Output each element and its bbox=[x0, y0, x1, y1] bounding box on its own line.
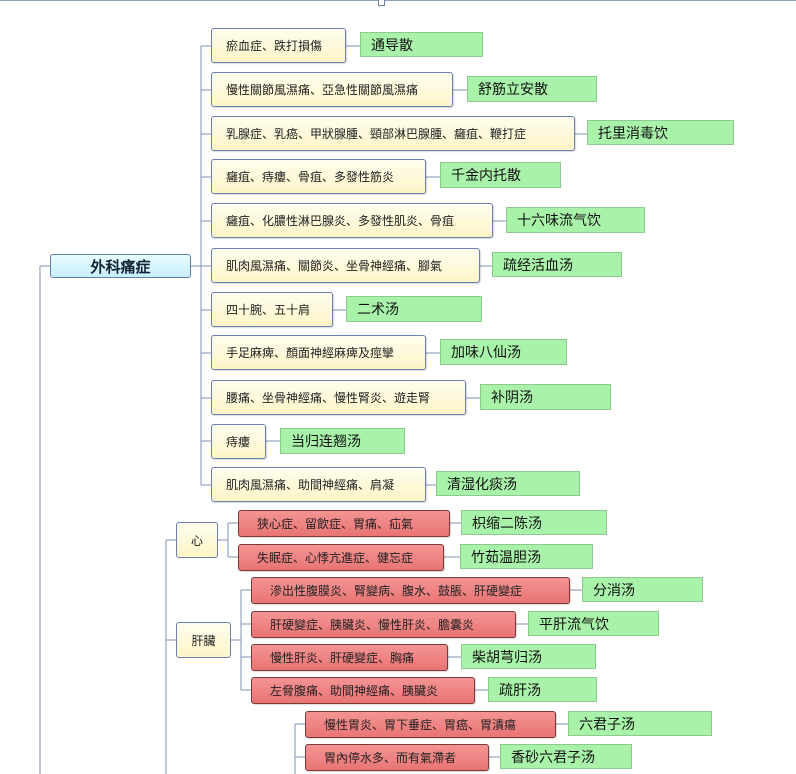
root-node[interactable]: 外科痛症 bbox=[50, 254, 191, 278]
connector bbox=[448, 589, 582, 691]
remedy-label: 清湿化痰汤 bbox=[447, 476, 517, 493]
remedy-label: 疏肝汤 bbox=[499, 682, 541, 699]
remedy-label: 十六味流气饮 bbox=[517, 213, 601, 229]
ruler-bar bbox=[0, 0, 796, 6]
condition-label: 肝硬變症、胰臟炎、慢性肝炎、膽囊炎 bbox=[270, 618, 475, 632]
condition-node[interactable]: 癰疽、化膿性淋巴腺炎、多發性肌炎、骨疽 bbox=[211, 203, 493, 238]
remedy-label: 疏经活血汤 bbox=[503, 257, 573, 274]
remedy-node[interactable]: 十六味流气饮 bbox=[506, 207, 645, 233]
remedy-label: 二术汤 bbox=[357, 302, 399, 318]
remedy-node[interactable]: 疏经活血汤 bbox=[492, 252, 622, 277]
remedy-label: 香砂六君子汤 bbox=[511, 749, 595, 766]
root-label: 外科痛症 bbox=[90, 257, 151, 276]
condition-node[interactable]: 乳腺症、乳癌、甲狀腺腫、頸部淋巴腺腫、癰疽、鞭打症 bbox=[211, 116, 575, 151]
condition-label: 癰疽、痔瘻、骨疽、多發性筋炎 bbox=[226, 170, 395, 184]
remedy-node[interactable]: 枳缩二陈汤 bbox=[461, 510, 607, 535]
remedy-node[interactable]: 舒筋立安散 bbox=[467, 76, 597, 102]
heart-condition-node[interactable]: 狭心症、留飲症、胃痛、疝氣 bbox=[238, 510, 450, 537]
remedy-node[interactable]: 平肝流气饮 bbox=[528, 611, 659, 636]
remedy-node[interactable]: 香砂六君子汤 bbox=[500, 744, 632, 769]
remedy-node[interactable]: 千金内托散 bbox=[440, 162, 561, 188]
remedy-label: 枳缩二陈汤 bbox=[472, 515, 542, 532]
liver-condition-node[interactable]: 慢性肝炎、肝硬變症、胸痛 bbox=[251, 644, 448, 671]
stomach-condition-node[interactable]: 慢性胃炎、胃下垂症、胃癌、胃潰瘍 bbox=[305, 711, 556, 738]
remedy-node[interactable]: 通导散 bbox=[360, 32, 483, 57]
condition-node[interactable]: 腰痛、坐骨神經痛、慢性腎炎、遊走腎 bbox=[211, 380, 466, 415]
remedy-label: 通导散 bbox=[371, 37, 413, 54]
condition-label: 慢性關節風濕痛、亞急性關節風濕痛 bbox=[226, 83, 419, 97]
remedy-label: 分消汤 bbox=[593, 582, 635, 599]
connector bbox=[266, 45, 587, 486]
remedy-node[interactable]: 加味八仙汤 bbox=[440, 339, 567, 365]
condition-node[interactable]: 瘀血症、跌打損傷 bbox=[211, 28, 346, 63]
remedy-label: 竹茹温胆汤 bbox=[471, 549, 541, 566]
condition-label: 肌肉風濕痛、關節炎、坐骨神經痛、腳氣 bbox=[226, 259, 443, 273]
drag-handle[interactable] bbox=[378, 0, 385, 6]
condition-label: 乳腺症、乳癌、甲狀腺腫、頸部淋巴腺腫、癰疽、鞭打症 bbox=[226, 127, 527, 141]
remedy-node[interactable]: 补阴汤 bbox=[480, 384, 611, 410]
remedy-node[interactable]: 六君子汤 bbox=[568, 711, 712, 736]
condition-label: 慢性胃炎、胃下垂症、胃癌、胃潰瘍 bbox=[324, 718, 517, 732]
remedy-node[interactable]: 清湿化痰汤 bbox=[436, 471, 580, 496]
condition-label: 肌肉風濕痛、助間神經痛、肩凝 bbox=[226, 478, 395, 492]
condition-label: 腰痛、坐骨神經痛、慢性腎炎、遊走腎 bbox=[226, 391, 431, 405]
remedy-node[interactable]: 当归连翘汤 bbox=[280, 428, 405, 454]
condition-node[interactable]: 四十腕、五十肩 bbox=[211, 292, 333, 327]
remedy-label: 补阴汤 bbox=[491, 390, 533, 406]
heart-node[interactable]: 心 bbox=[176, 522, 218, 558]
condition-node[interactable]: 手足麻痺、顏面神經麻痺及痙攣 bbox=[211, 335, 426, 370]
remedy-label: 千金内托散 bbox=[451, 168, 521, 184]
connector bbox=[218, 522, 238, 558]
connector bbox=[39, 265, 50, 774]
condition-label: 狭心症、留飲症、胃痛、疝氣 bbox=[257, 517, 414, 531]
condition-label: 慢性肝炎、肝硬變症、胸痛 bbox=[270, 651, 415, 665]
remedy-label: 平肝流气饮 bbox=[539, 616, 609, 633]
condition-label: 胃內停水多、而有氣滯者 bbox=[324, 751, 457, 765]
remedy-label: 六君子汤 bbox=[579, 716, 635, 733]
connector bbox=[231, 589, 251, 691]
liver-label: 肝臟 bbox=[191, 633, 216, 648]
connector bbox=[489, 723, 568, 758]
liver-condition-node[interactable]: 左脅腹痛、助間神經痛、胰臟炎 bbox=[251, 677, 475, 704]
condition-label: 瘀血症、跌打損傷 bbox=[226, 39, 323, 53]
remedy-node[interactable]: 疏肝汤 bbox=[488, 677, 597, 702]
condition-node[interactable]: 肌肉風濕痛、助間神經痛、肩凝 bbox=[211, 467, 426, 502]
condition-node[interactable]: 肌肉風濕痛、關節炎、坐骨神經痛、腳氣 bbox=[211, 248, 480, 283]
remedy-node[interactable]: 分消汤 bbox=[582, 577, 703, 602]
remedy-node[interactable]: 柴胡芎归汤 bbox=[461, 644, 596, 669]
connector bbox=[165, 539, 176, 774]
remedy-node[interactable]: 二术汤 bbox=[346, 296, 482, 322]
condition-node[interactable]: 痔瘻 bbox=[211, 424, 266, 459]
connector bbox=[201, 45, 211, 486]
connector bbox=[444, 522, 461, 558]
condition-label: 四十腕、五十肩 bbox=[226, 303, 311, 317]
remedy-label: 舒筋立安散 bbox=[478, 82, 548, 98]
condition-label: 痔瘻 bbox=[226, 435, 251, 449]
condition-label: 失眠症、心悸亢進症、健忘症 bbox=[257, 551, 414, 565]
condition-node[interactable]: 慢性關節風濕痛、亞急性關節風濕痛 bbox=[211, 72, 453, 107]
remedy-label: 柴胡芎归汤 bbox=[472, 649, 542, 666]
liver-node[interactable]: 肝臟 bbox=[176, 622, 231, 658]
connector bbox=[294, 723, 305, 774]
condition-label: 手足麻痺、顏面神經麻痺及痙攣 bbox=[226, 346, 395, 360]
remedy-node[interactable]: 托里消毒饮 bbox=[587, 120, 734, 145]
remedy-node[interactable]: 竹茹温胆汤 bbox=[460, 544, 593, 569]
heart-label: 心 bbox=[190, 533, 203, 548]
condition-label: 左脅腹痛、助間神經痛、胰臟炎 bbox=[270, 684, 439, 698]
liver-condition-node[interactable]: 滲出性腹膜炎、腎變病、腹水、鼓脹、肝硬變症 bbox=[251, 577, 570, 604]
liver-condition-node[interactable]: 肝硬變症、胰臟炎、慢性肝炎、膽囊炎 bbox=[251, 611, 516, 638]
condition-node[interactable]: 癰疽、痔瘻、骨疽、多發性筋炎 bbox=[211, 159, 426, 194]
remedy-label: 当归连翘汤 bbox=[291, 434, 361, 450]
condition-label: 滲出性腹膜炎、腎變病、腹水、鼓脹、肝硬變症 bbox=[270, 584, 523, 598]
remedy-label: 加味八仙汤 bbox=[451, 345, 521, 361]
remedy-label: 托里消毒饮 bbox=[598, 125, 668, 142]
condition-label: 癰疽、化膿性淋巴腺炎、多發性肌炎、骨疽 bbox=[226, 214, 455, 228]
heart-condition-node[interactable]: 失眠症、心悸亢進症、健忘症 bbox=[238, 544, 444, 571]
stomach-condition-node[interactable]: 胃內停水多、而有氣滯者 bbox=[305, 744, 489, 771]
